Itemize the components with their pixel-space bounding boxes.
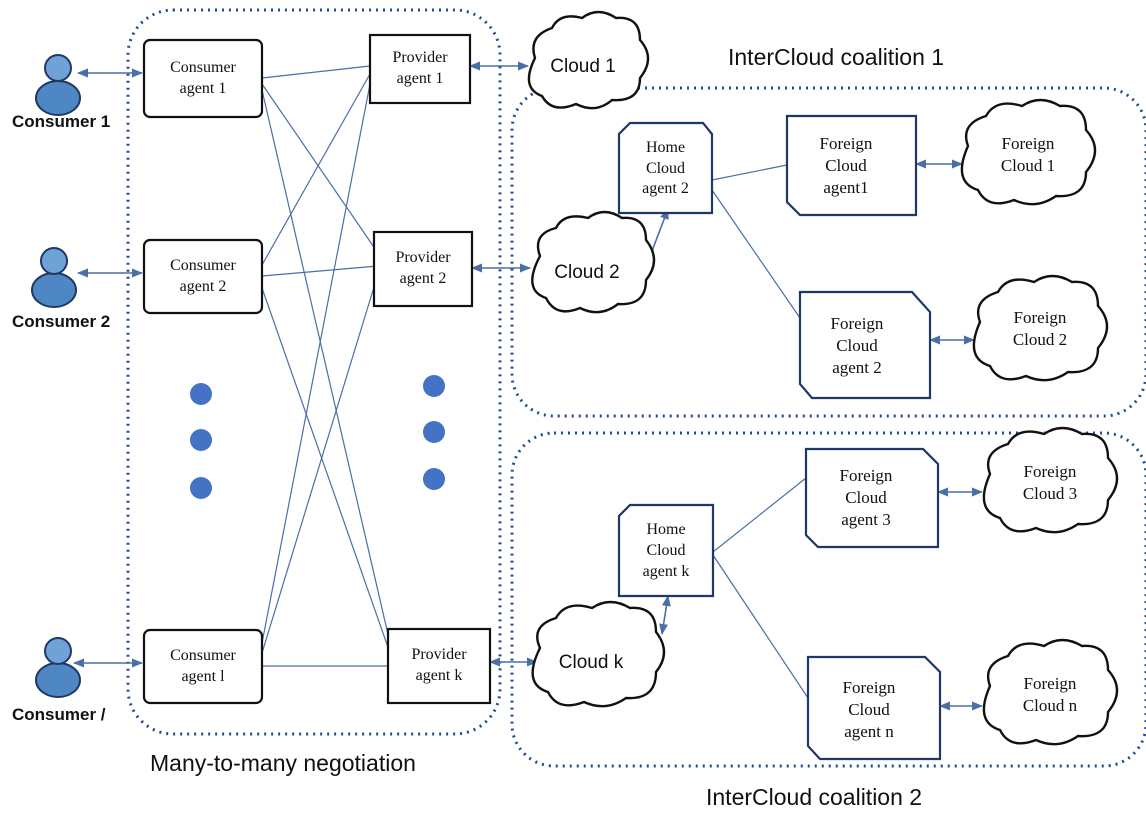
coalition-2-title: InterCloud coalition 2 (706, 784, 923, 810)
cloud-2-label: Cloud 2 (554, 261, 620, 283)
dot (190, 477, 212, 499)
home-cloud-agent-2-box (617, 121, 714, 215)
foreign-cloud-3-shape (982, 426, 1119, 534)
consumer-l-label: Consumer / (12, 705, 106, 724)
dot (423, 468, 445, 490)
cloud-k-label: Cloud k (558, 651, 624, 673)
foreign-cloud-1-shape (960, 98, 1097, 206)
dot (423, 421, 445, 443)
negotiation-region (126, 8, 502, 736)
negotiation-title: Many-to-many negotiation (150, 750, 416, 776)
provider-agent-2-box (372, 230, 474, 308)
coalition-2-region (510, 431, 1146, 768)
foreign-cloud-agent-n-box (806, 655, 942, 761)
cloud-1-shape (527, 10, 650, 110)
consumer-1-label: Consumer 1 (12, 112, 111, 131)
coalition-1-title: InterCloud coalition 1 (728, 44, 945, 70)
consumer-agent-2-box (142, 238, 264, 315)
provider-agent-k-box (386, 627, 492, 705)
dot (423, 375, 445, 397)
cloud-k-shape (531, 600, 666, 708)
foreign-cloud-agent-2-box (798, 290, 932, 400)
dot (190, 383, 212, 405)
cloud-2-shape (531, 210, 656, 314)
home-cloud-agent-k-box (617, 503, 715, 598)
arrows (72, 61, 984, 711)
ellipsis-dots (190, 375, 445, 499)
coalition-1-region (510, 86, 1146, 418)
foreign-cloud-n-shape (982, 638, 1119, 746)
consumer-1-icon (35, 54, 81, 116)
foreign-cloud-agent-1-box (785, 114, 918, 217)
consumer-2-label: Consumer 2 (12, 312, 111, 331)
consumer-agent-1-box (142, 38, 264, 119)
negotiation-lines (261, 65, 809, 699)
foreign-cloud-2-shape (972, 274, 1109, 382)
dot (190, 429, 212, 451)
cloud-1-label: Cloud 1 (550, 55, 616, 77)
consumer-agent-l-box (142, 628, 264, 705)
provider-agent-1-box (368, 33, 472, 105)
foreign-cloud-agent-3-box (804, 447, 940, 549)
consumer-l-icon (35, 637, 81, 698)
consumer-2-icon (31, 247, 77, 308)
